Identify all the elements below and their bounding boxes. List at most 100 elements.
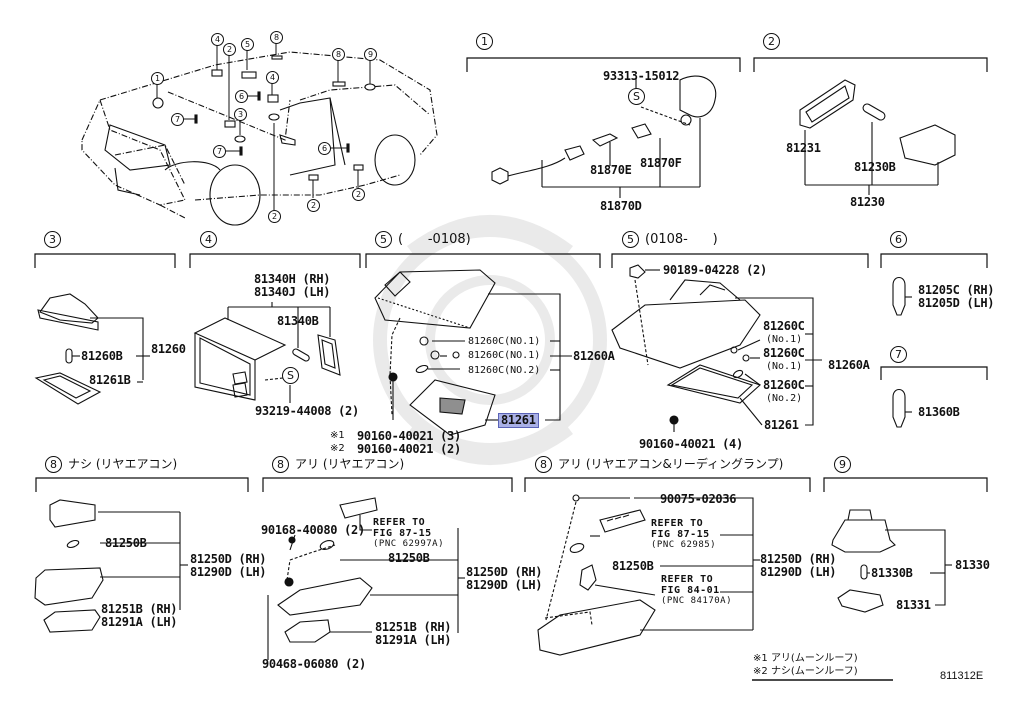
part-81360B[interactable]: 81360B: [918, 405, 960, 419]
part-81340B[interactable]: 81340B: [277, 314, 319, 328]
part-81331[interactable]: 81331: [896, 598, 931, 612]
section-2-header: 2: [763, 33, 780, 50]
part-sub-no2: (No.2): [766, 393, 803, 404]
part-81260C-no2[interactable]: 81260C: [763, 378, 805, 392]
part-81250B[interactable]: 81250B: [105, 536, 147, 550]
part-81870E[interactable]: 81870E: [590, 163, 632, 177]
overview-callout-4[interactable]: 4: [266, 71, 279, 84]
overview-callout-2[interactable]: 2: [352, 188, 365, 201]
footnote-text: ナシ(ムーンルーフ): [770, 666, 858, 677]
section-4-art: [193, 302, 341, 403]
overview-callout-2[interactable]: 2: [307, 199, 320, 212]
part-81290D[interactable]: 81290D (LH): [760, 565, 837, 579]
part-81870F[interactable]: 81870F: [640, 156, 682, 170]
overview-callout-8[interactable]: 8: [270, 31, 283, 44]
part-93313-15012[interactable]: 93313-15012: [603, 69, 680, 83]
note-mark-2: ※2: [330, 443, 345, 454]
section-number: 8: [45, 456, 62, 473]
refer-fig-87-15[interactable]: REFER TO FIG 87-15 (PNC 62985): [651, 518, 716, 551]
part-81205D[interactable]: 81205D (LH): [918, 296, 995, 310]
refer-line-2: FIG 84-01: [661, 585, 720, 596]
part-81250D[interactable]: 81250D (RH): [760, 552, 837, 566]
part-90168-40080[interactable]: 90168-40080 (2): [261, 523, 365, 537]
watermark-emblem: [373, 215, 607, 465]
part-81261B[interactable]: 81261B: [89, 373, 131, 387]
screw-symbol: S: [628, 88, 645, 105]
part-81340H[interactable]: 81340H (RH): [254, 272, 331, 286]
part-81260C-no1[interactable]: 81260C(NO.1): [468, 336, 541, 347]
part-81260A[interactable]: 81260A: [573, 349, 615, 363]
section-brackets: [34, 57, 988, 492]
part-93219-44008[interactable]: 93219-44008 (2): [255, 404, 359, 418]
part-90075-02036[interactable]: 90075-02036: [660, 492, 737, 506]
part-81260B[interactable]: 81260B: [81, 349, 123, 363]
part-81250B[interactable]: 81250B: [612, 559, 654, 573]
section-number: 8: [272, 456, 289, 473]
refer-fig-84-01[interactable]: REFER TO FIG 84-01 (PNC 84170A): [661, 574, 732, 607]
part-81230B[interactable]: 81230B: [854, 160, 896, 174]
refer-line-2: FIG 87-15: [373, 528, 432, 539]
part-81260C-no1[interactable]: 81260C: [763, 346, 805, 360]
section-8b-art: [267, 497, 465, 660]
part-81260A[interactable]: 81260A: [828, 358, 870, 372]
section-7-header: 7: [890, 346, 907, 363]
section-title: アリ (リヤエアコン&リーディングランプ): [558, 457, 784, 471]
section-8b-header: 8 アリ (リヤエアコン): [272, 456, 404, 473]
part-81230[interactable]: 81230: [850, 195, 885, 209]
part-81260[interactable]: 81260: [151, 342, 186, 356]
overview-callout-1[interactable]: 1: [151, 72, 164, 85]
refer-pnc: (PNC 84170A): [661, 596, 733, 606]
figure-code: 811312E: [940, 670, 984, 682]
refer-line-1: REFER TO: [373, 517, 426, 528]
part-81261[interactable]: 81261: [764, 418, 799, 432]
part-81231[interactable]: 81231: [786, 141, 821, 155]
refer-fig-87-15[interactable]: REFER TO FIG 87-15 (PNC 62997A): [373, 517, 444, 550]
overview-callout-6[interactable]: 6: [318, 142, 331, 155]
part-81330[interactable]: 81330: [955, 558, 990, 572]
overview-lamps: [152, 55, 376, 181]
footnote-mark: ※1: [753, 653, 768, 664]
section-5b-header: 5(0108- ): [622, 231, 718, 248]
part-90189-04228[interactable]: 90189-04228 (2): [663, 263, 767, 277]
part-90468-06080[interactable]: 90468-06080 (2): [262, 657, 366, 671]
overview-callout-7[interactable]: 7: [213, 145, 226, 158]
part-81250D[interactable]: 81250D (RH): [466, 565, 543, 579]
part-90160-40021-note1[interactable]: 90160-40021 (3): [357, 429, 461, 443]
section-title: アリ (リヤエアコン): [295, 457, 405, 471]
overview-callout-5[interactable]: 5: [241, 38, 254, 51]
part-81251B[interactable]: 81251B (RH): [375, 620, 452, 634]
part-81250B[interactable]: 81250B: [388, 551, 430, 565]
overview-callout-9[interactable]: 9: [364, 48, 377, 61]
part-81870D[interactable]: 81870D: [600, 199, 642, 213]
part-81205C[interactable]: 81205C (RH): [918, 283, 995, 297]
section-8a-art: [34, 499, 188, 633]
part-90160-40021[interactable]: 90160-40021 (4): [639, 437, 743, 451]
part-81290D[interactable]: 81290D (LH): [466, 578, 543, 592]
section-number: 5: [622, 231, 639, 248]
car-body-solid: [104, 97, 416, 226]
part-81261-highlighted[interactable]: 81261: [498, 413, 539, 428]
part-81260C-no1[interactable]: 81260C(NO.1): [468, 350, 541, 361]
part-81260C-no2[interactable]: 81260C(NO.2): [468, 365, 541, 376]
section-6-art: [892, 276, 912, 316]
part-81251B[interactable]: 81251B (RH): [101, 602, 178, 616]
overview-callout-8[interactable]: 8: [332, 48, 345, 61]
overview-callout-2[interactable]: 2: [268, 210, 281, 223]
section-1-header: 1: [476, 33, 493, 50]
refer-line-2: FIG 87-15: [651, 529, 710, 540]
overview-callout-6[interactable]: 6: [235, 90, 248, 103]
part-81291A[interactable]: 81291A (LH): [375, 633, 452, 647]
overview-callout-3[interactable]: 3: [234, 108, 247, 121]
overview-callout-4[interactable]: 4: [211, 33, 224, 46]
section-title: ナシ (リヤエアコン): [68, 457, 178, 471]
part-81330B[interactable]: 81330B: [871, 566, 913, 580]
overview-callout-7[interactable]: 7: [171, 113, 184, 126]
part-81260C-no1[interactable]: 81260C: [763, 319, 805, 333]
part-81250D[interactable]: 81250D (RH): [190, 552, 267, 566]
part-81290D[interactable]: 81290D (LH): [190, 565, 267, 579]
part-81291A[interactable]: 81291A (LH): [101, 615, 178, 629]
overview-callout-2[interactable]: 2: [223, 43, 236, 56]
part-81340J[interactable]: 81340J (LH): [254, 285, 331, 299]
refer-line-1: REFER TO: [651, 518, 704, 529]
part-90160-40021-note2[interactable]: 90160-40021 (2): [357, 442, 461, 456]
